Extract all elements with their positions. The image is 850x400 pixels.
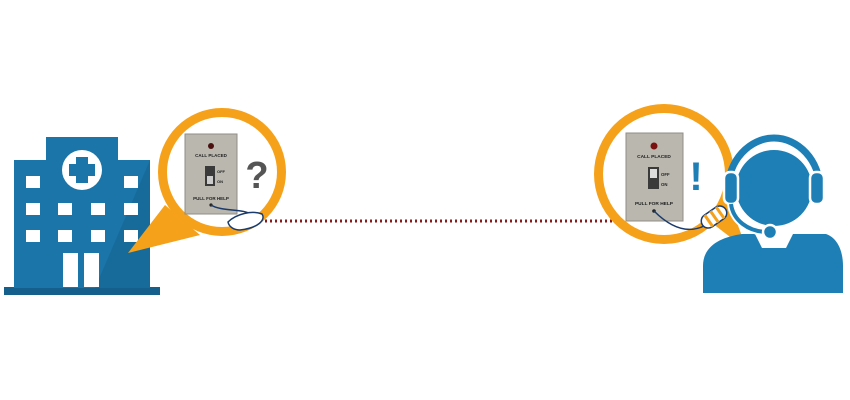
toggle-on-label: ON [661, 182, 667, 187]
toggle-on-label: ON [217, 179, 223, 184]
call-placed-light [650, 142, 658, 150]
call-placed-label: CALL PLACED [195, 153, 227, 158]
left-pull-cord [210, 204, 264, 231]
hospital-building-icon [4, 137, 160, 295]
pull-for-help-label: PULL FOR HELP [193, 196, 229, 201]
call-placed-light [208, 143, 214, 149]
right-call-station: CALL PLACED OFF ON PULL FOR HELP [625, 132, 684, 222]
left-call-station: CALL PLACED OFF ON PULL FOR HELP [184, 133, 238, 215]
toggle-off-label: OFF [661, 172, 670, 177]
call-center-agent-headset-icon [703, 134, 843, 293]
toggle-off-label: OFF [217, 169, 226, 174]
pull-for-help-label: PULL FOR HELP [635, 201, 674, 207]
question-mark: ? [245, 155, 268, 197]
right-pull-cord [653, 205, 728, 231]
exclamation-mark: ! [689, 155, 702, 199]
call-placed-label: CALL PLACED [637, 154, 671, 160]
